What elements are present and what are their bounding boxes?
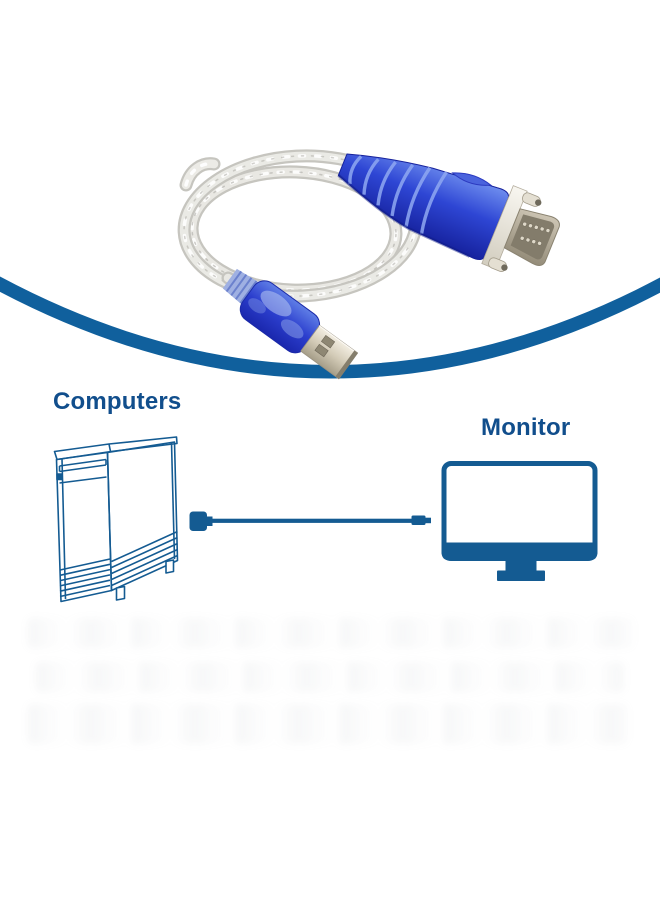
faded-watermark-row <box>28 704 628 744</box>
db9-serial-connector <box>337 153 560 272</box>
db9-jack-screw-bottom <box>488 257 508 272</box>
db9-boot-ribs <box>348 155 448 235</box>
usb-shield-holes <box>314 334 336 358</box>
cable-line <box>211 518 412 523</box>
db9-pins <box>519 221 551 246</box>
tower-side-panel <box>106 441 179 592</box>
tower-right-seam <box>170 442 176 560</box>
tower-side-vents <box>111 530 178 587</box>
computers-label: Computers <box>53 388 182 415</box>
usb-a-connector <box>222 268 359 380</box>
tower-front-vents <box>59 558 111 598</box>
monitor-icon <box>441 461 598 581</box>
monitor-label: Monitor <box>481 414 571 441</box>
tower-drive-bay <box>58 458 107 484</box>
tower-feet <box>115 559 175 601</box>
monitor-stand-neck <box>505 560 537 573</box>
cable-db9-plug <box>189 511 207 531</box>
cable-kink <box>179 157 221 192</box>
product-photo-usb-serial-cable <box>177 149 560 380</box>
faded-watermark-row <box>28 618 634 648</box>
cable-usb-tip <box>425 517 431 524</box>
cable-usb-plug <box>411 515 426 525</box>
cable-db9-neck <box>206 516 213 526</box>
usb-tip-face <box>335 350 358 380</box>
connection-diagram <box>53 436 598 603</box>
tower-left-seam <box>61 458 67 600</box>
usb-strain-relief <box>222 268 260 306</box>
usb-metal-highlight <box>318 325 358 354</box>
monitor-chin <box>441 542 598 561</box>
faded-watermark-row <box>36 662 624 692</box>
db9-boot-grip-bump <box>451 172 493 186</box>
db9-shell-inner <box>510 214 555 260</box>
db9-boot-shadow <box>337 174 471 258</box>
monitor-stand-base <box>497 570 545 581</box>
tower-lid <box>53 436 178 461</box>
usb-body-marble-highlights <box>248 290 304 339</box>
tower-power-button <box>56 473 63 481</box>
computer-tower-icon <box>53 436 179 603</box>
db9-boot <box>337 153 509 260</box>
serial-cable-icon <box>189 511 431 531</box>
db9-jack-screw-top <box>521 192 542 207</box>
